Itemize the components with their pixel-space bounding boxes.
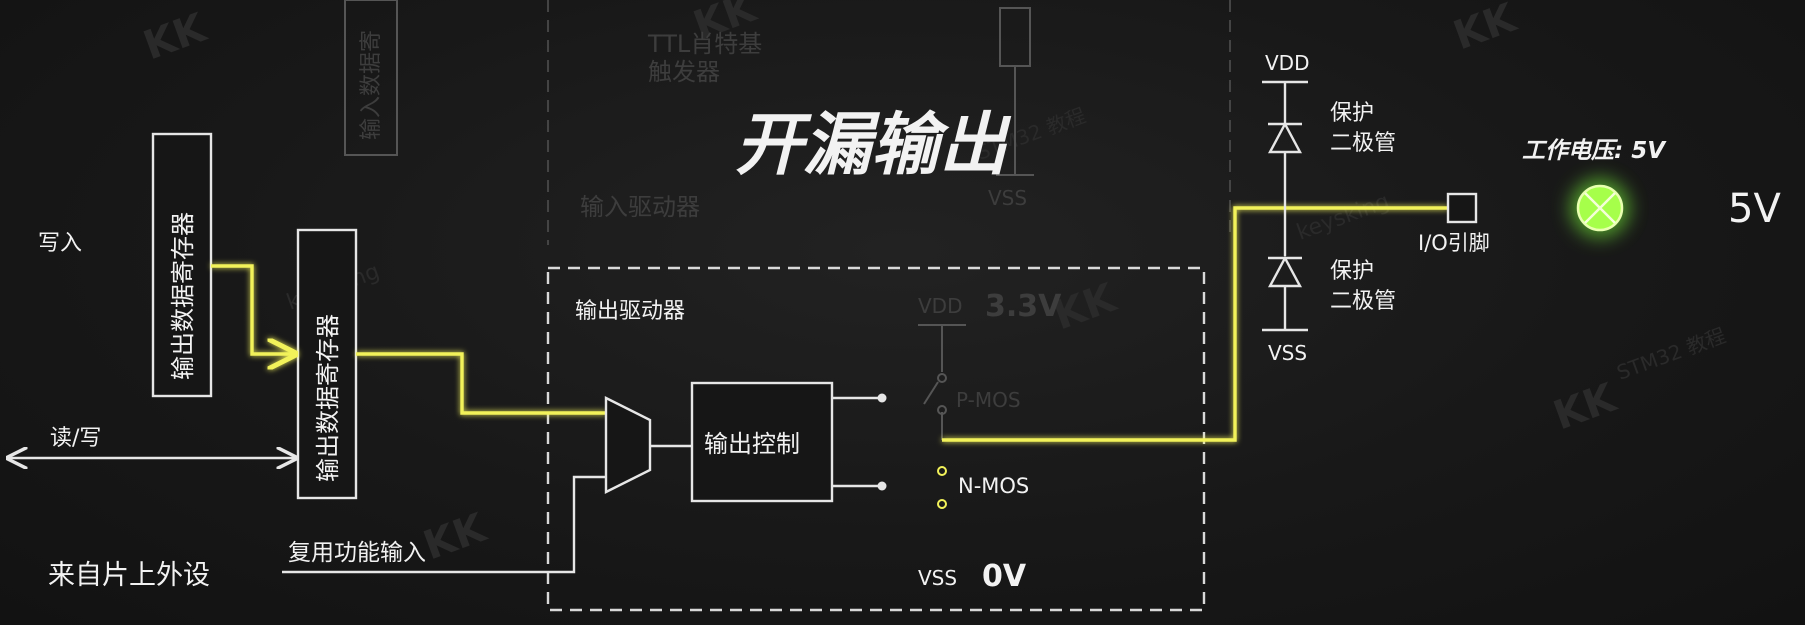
input-driver-border xyxy=(547,0,1231,245)
schmitt-trigger-text-line: 触发器 xyxy=(648,58,720,86)
write-label: 写入 xyxy=(38,231,82,256)
ground-voltage-label: 0V xyxy=(982,559,1027,594)
bottom-diode-leads xyxy=(1262,208,1308,332)
supply-voltage-label: 3.3V xyxy=(985,289,1062,324)
data-to-mux-wire xyxy=(356,352,606,415)
output-data-register-2 xyxy=(296,228,358,500)
register-2-label: 输出数据寄存器 xyxy=(314,314,342,482)
input-driver-label: 输入驱动器 xyxy=(580,193,700,221)
watermark-text: keysking xyxy=(1294,189,1393,246)
external-voltage-label: 5V xyxy=(1728,186,1781,232)
bottom-protection-diode xyxy=(1267,255,1303,288)
top-protection-diode xyxy=(1267,121,1303,154)
pull-resistor xyxy=(999,7,1031,67)
io-pin-label: I/O引脚 xyxy=(1418,231,1490,255)
pmos-switch-blade xyxy=(923,381,939,405)
watermark-logo: KK xyxy=(138,4,214,69)
bottom-diode-label: 保护 二极管 xyxy=(1330,259,1396,314)
pull-resistor-lead xyxy=(996,66,1034,176)
watermark-logo: KK xyxy=(418,504,494,569)
output-data-register-1 xyxy=(151,132,213,398)
schmitt-trigger-text: TTL肖特基 xyxy=(647,30,762,58)
pmos-contact-top xyxy=(937,373,947,383)
bottom-diode-label-line1: 保护 xyxy=(1330,259,1374,284)
input-register-label: 输入数据寄 xyxy=(359,30,384,140)
input-path-background: 输入数据寄 TTL肖特基 触发器 输入驱动器 VSS xyxy=(344,0,1231,245)
input-register-box xyxy=(344,0,398,156)
pmos-switch-leads xyxy=(918,324,966,440)
pmos-contact-bottom xyxy=(937,405,947,415)
read-write-label: 读/写 xyxy=(50,426,101,451)
watermark-logo: KK xyxy=(1448,0,1524,59)
driver-vss-label: VSS xyxy=(918,566,957,590)
top-diode-label: 保护 二极管 xyxy=(1330,101,1396,156)
nmos-label: N-MOS xyxy=(958,474,1029,498)
lamp-cross-icon xyxy=(1584,192,1616,224)
protection-vdd-label: VDD xyxy=(1265,51,1309,75)
driver-vdd-label: VDD xyxy=(918,294,962,318)
pmos-label: P-MOS xyxy=(956,388,1021,412)
top-diode-label-line1: 保护 xyxy=(1330,101,1374,126)
bottom-diode-label-line2: 二极管 xyxy=(1330,289,1396,314)
nmos-contact-top xyxy=(937,466,947,476)
io-pin xyxy=(1446,192,1478,224)
output-driver-label: 输出驱动器 xyxy=(575,299,685,324)
protection-vss-label: VSS xyxy=(1268,341,1307,365)
register-1-label: 输出数据寄存器 xyxy=(169,212,197,380)
top-diode-label-line2: 二极管 xyxy=(1330,131,1396,156)
output-control-box xyxy=(690,381,834,503)
peripheral-source-label: 来自片上外设 xyxy=(48,560,210,591)
watermark-text: STM32 教程 xyxy=(1614,323,1729,385)
alt-function-input-label: 复用功能输入 xyxy=(288,540,426,566)
alt-function-wire xyxy=(282,475,606,574)
register-transfer-wire xyxy=(211,264,295,354)
watermark-logo: KK xyxy=(1548,374,1624,439)
schmitt-trigger-label: TTL肖特基 触发器 xyxy=(647,30,770,86)
drain-to-pin-wire xyxy=(942,206,1448,442)
nmos-gate-terminal xyxy=(877,481,887,491)
nmos-contact-bottom xyxy=(937,499,947,509)
output-mux xyxy=(604,396,652,494)
lamp-voltage-label: 工作电压: 5V xyxy=(1522,138,1667,164)
pmos-gate-terminal xyxy=(877,393,887,403)
input-vss-label: VSS xyxy=(988,186,1027,210)
output-control-label: 输出控制 xyxy=(704,430,800,458)
page-title: 开漏输出 xyxy=(735,106,1012,185)
top-diode-leads xyxy=(1262,80,1308,208)
